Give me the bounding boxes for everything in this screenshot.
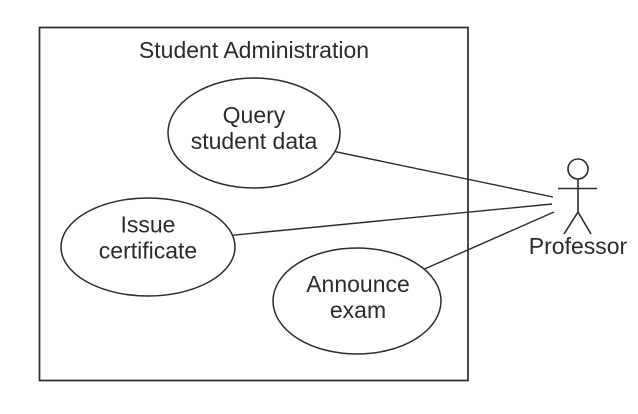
use-case-label-line: student data [191, 128, 318, 154]
actor-label: Professor [529, 233, 628, 259]
association-issue-certificate-professor [199, 203, 553, 240]
use-case-label-line: Issue [121, 212, 176, 238]
use-case-ellipse-query-student-data [167, 77, 341, 189]
use-case-ellipse-announce-exam [272, 247, 442, 355]
system-boundary-box [38, 26, 469, 382]
use-case-label-line: Announce [306, 271, 410, 297]
association-lines [199, 143, 555, 281]
association-query-student-data-professor [299, 143, 554, 198]
actor-professor: Professor [529, 158, 628, 259]
use-case-label-issue-certificate: Issue certificate [99, 212, 197, 264]
use-case-label-query-student-data: Query student data [191, 102, 318, 154]
use-case-label-line: certificate [99, 238, 197, 264]
use-case-label-line: exam [330, 297, 386, 323]
stick-figure-icon [558, 158, 597, 235]
use-case-ellipse-issue-certificate [60, 197, 236, 297]
use-case-label-line: Query [223, 102, 286, 128]
use-case-label-announce-exam: Announce exam [306, 271, 410, 323]
system-boundary-title: Student Administration [139, 37, 369, 63]
association-announce-exam-professor [399, 211, 555, 281]
